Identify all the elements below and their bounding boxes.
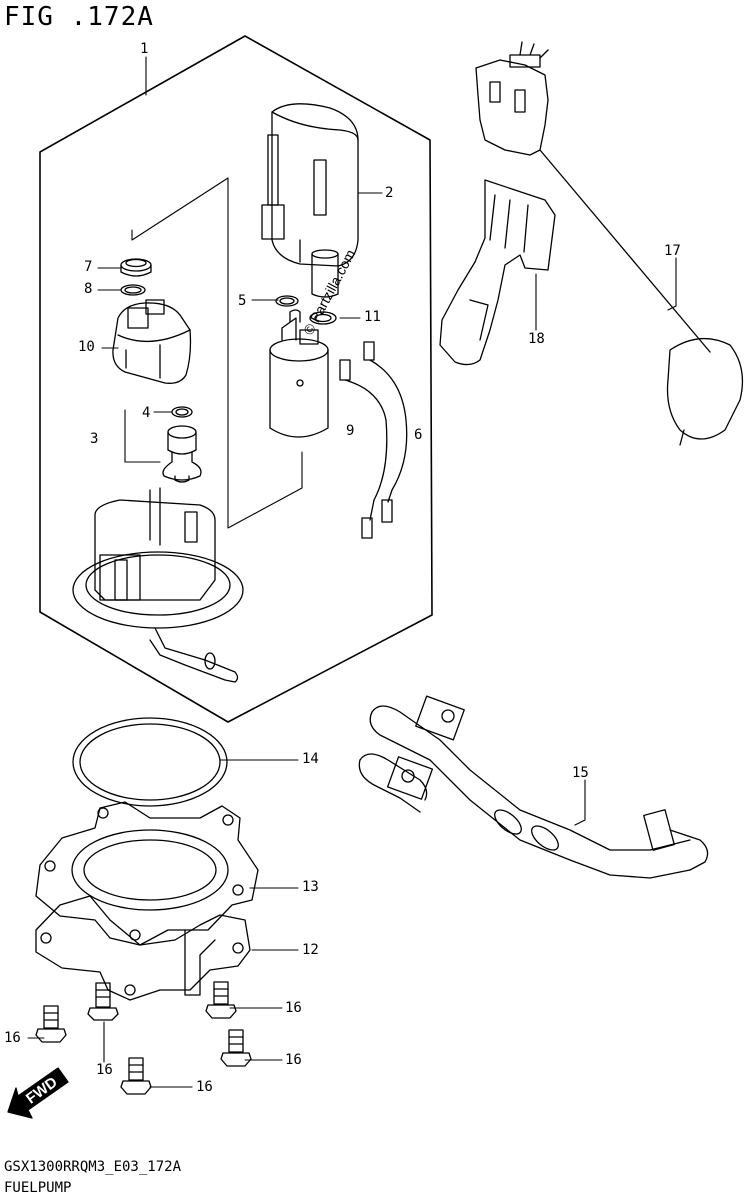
o-ring-11 — [309, 311, 337, 325]
mounting-plate-12 — [35, 895, 251, 1001]
fuel-pump-motor — [269, 309, 329, 438]
bolt-16e — [120, 1057, 152, 1095]
part-label-5: 5 — [238, 293, 247, 309]
forward-direction-arrow: FWD — [7, 1067, 69, 1119]
bolt-16b — [205, 981, 237, 1019]
footer-title: FUELPUMP — [4, 1180, 72, 1196]
regulator-cap — [112, 299, 192, 384]
assembly-outline — [39, 35, 433, 723]
part-label-3: 3 — [90, 431, 99, 447]
part-label-16: 16 — [4, 1030, 21, 1046]
wire-harness-6 — [363, 341, 408, 523]
part-label-13: 13 — [302, 879, 319, 895]
pressure-regulator — [162, 425, 202, 483]
part-label-12: 12 — [302, 942, 319, 958]
part-label-16: 16 — [285, 1000, 302, 1016]
o-ring-8 — [120, 284, 146, 296]
part-label-11: 11 — [364, 309, 381, 325]
part-label-9: 9 — [346, 423, 355, 439]
part-label-16: 16 — [196, 1079, 213, 1095]
part-label-7: 7 — [84, 259, 93, 275]
footer-code: GSX1300RRQM3_E03_172A — [4, 1159, 182, 1175]
part-label-4: 4 — [142, 405, 151, 421]
o-ring-5 — [275, 295, 299, 307]
part-label-6: 6 — [414, 427, 423, 443]
figure-title: FIG .172A — [4, 2, 154, 32]
bolt-16c — [35, 1005, 67, 1043]
pump-base-flange — [72, 487, 244, 683]
part-label-17: 17 — [664, 243, 681, 259]
fuel-filter-housing — [261, 103, 359, 298]
gasket-ring-14 — [72, 717, 228, 807]
part-label-16: 16 — [96, 1062, 113, 1078]
mounting-plate-13 — [35, 801, 259, 946]
part-label-2: 2 — [385, 185, 394, 201]
part-label-15: 15 — [572, 765, 589, 781]
part-label-14: 14 — [302, 751, 319, 767]
part-label-1: 1 — [140, 41, 149, 57]
leader-lines — [27, 56, 677, 1088]
fuel-hose-15 — [358, 695, 709, 879]
o-ring-7 — [120, 258, 152, 277]
part-label-10: 10 — [78, 339, 95, 355]
part-label-18: 18 — [528, 331, 545, 347]
bolt-16d — [220, 1029, 252, 1067]
bracket-18 — [439, 179, 556, 366]
o-ring-4 — [171, 406, 193, 418]
part-label-8: 8 — [84, 281, 93, 297]
part-label-16: 16 — [285, 1052, 302, 1068]
fuel-level-sender-17 — [475, 41, 744, 446]
wire-harness-9 — [339, 359, 388, 539]
bolt-16a — [87, 982, 119, 1021]
